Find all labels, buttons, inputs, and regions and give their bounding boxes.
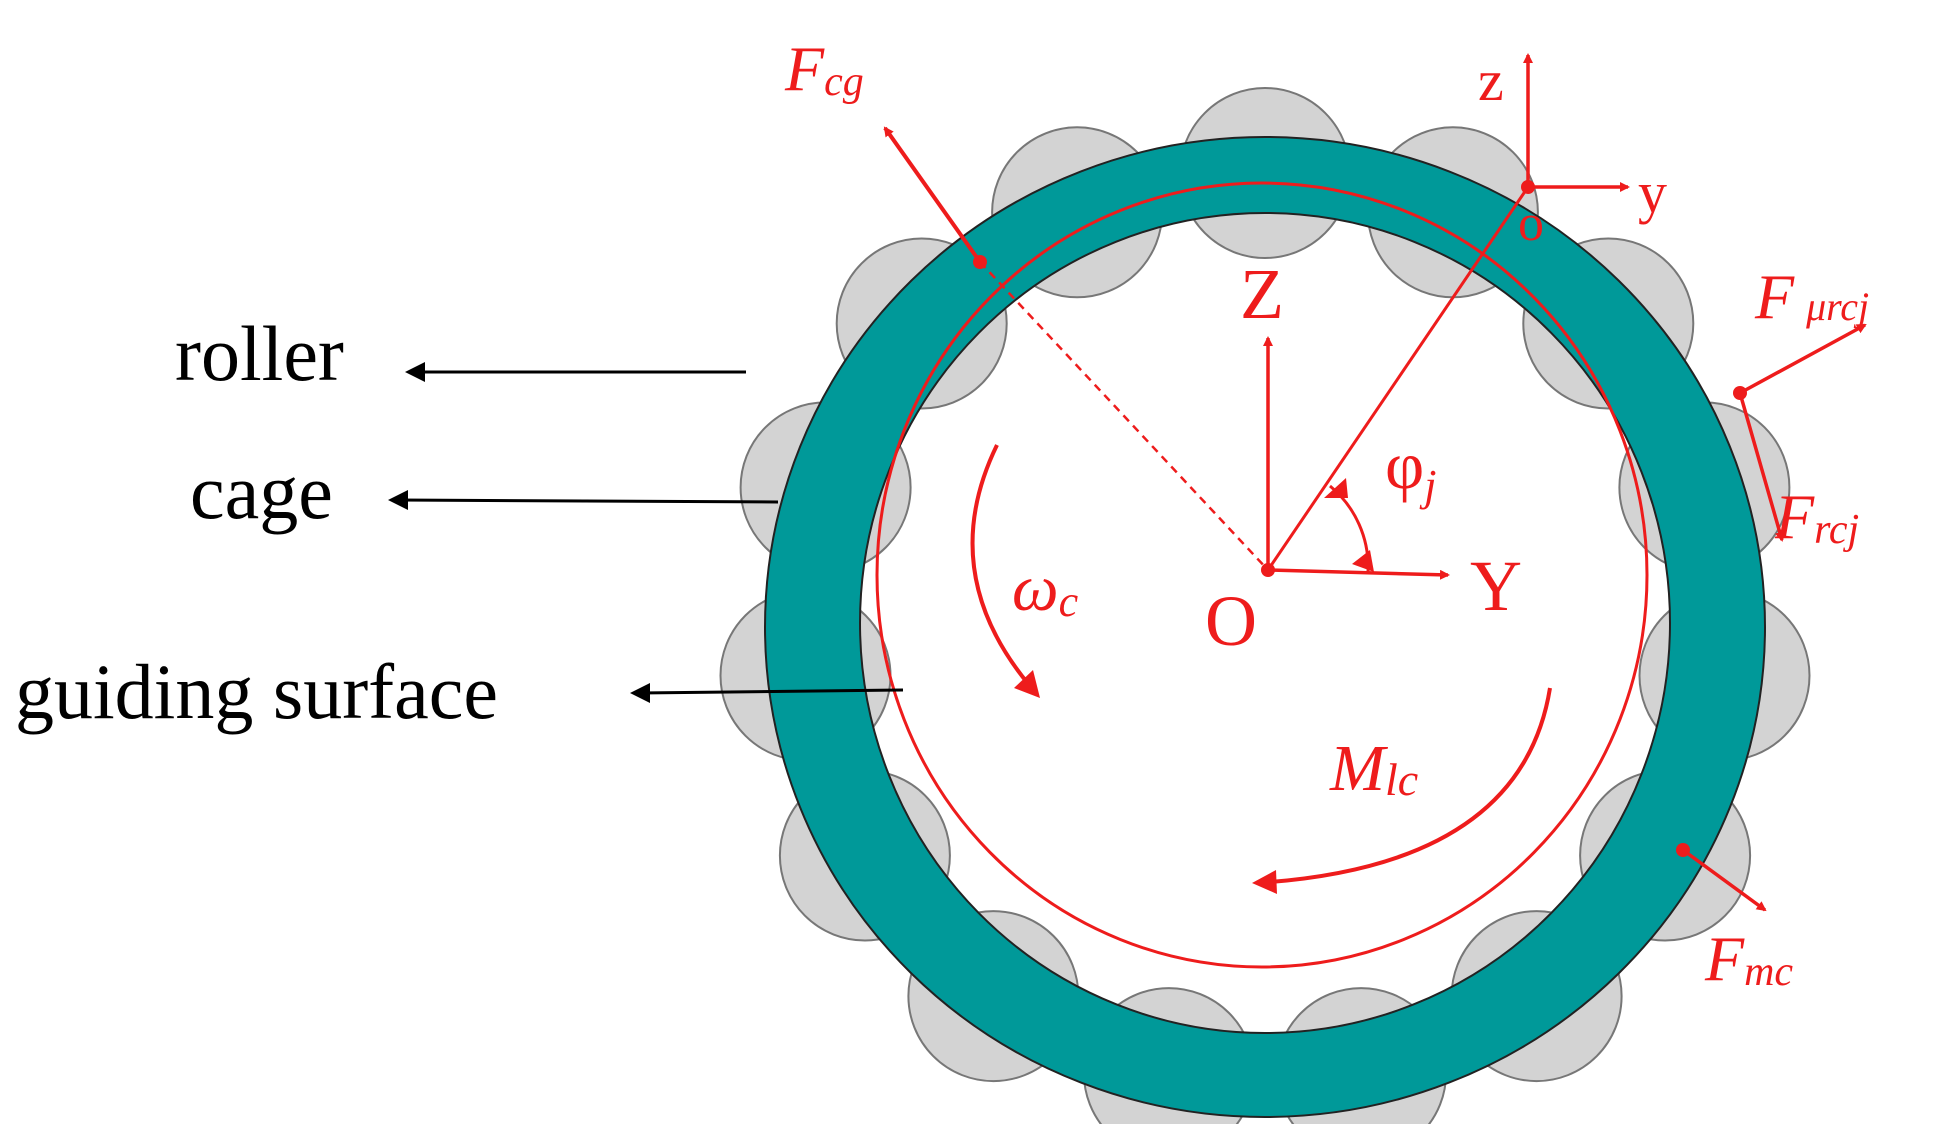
cage-pointer-line xyxy=(397,498,779,504)
fmc-point xyxy=(1676,843,1690,857)
phi-label: φj xyxy=(1385,427,1436,510)
guiding-surface-pointer-line xyxy=(639,688,904,695)
phi-radius-line xyxy=(1266,186,1530,571)
guiding-surface-circle xyxy=(875,181,1649,969)
fcg-label: Fcg xyxy=(784,33,864,105)
fmc-label: Fmc xyxy=(1704,923,1793,995)
moment-label: Mlc xyxy=(1329,732,1418,805)
fmurcj-main: F xyxy=(1754,261,1795,332)
phi-arc-arrowhead-bottom xyxy=(1352,550,1374,572)
frcj-label: Frcj xyxy=(1774,481,1859,553)
moment-arrowhead xyxy=(1252,870,1277,894)
moment-arc xyxy=(1269,687,1552,884)
fmc-sub: mc xyxy=(1744,949,1793,995)
cage-label: cage xyxy=(190,448,333,535)
guiding-surface-pointer-arrowhead xyxy=(630,683,650,703)
guiding-surface-label: guiding surface xyxy=(15,648,498,735)
fmurcj-force-arrow xyxy=(1739,323,1867,395)
moment-sub: lc xyxy=(1385,754,1418,805)
fcg-force-arrow xyxy=(883,126,982,264)
fmurcj-sub: μrcj xyxy=(1805,284,1869,329)
frcj-main: F xyxy=(1774,481,1815,552)
fcg-point xyxy=(973,255,987,269)
omega-sub: c xyxy=(1059,577,1079,626)
phi-arc-arrowhead-top xyxy=(1324,478,1348,498)
fmc-force-arrow xyxy=(1681,848,1767,912)
roller-pointer-arrowhead xyxy=(405,362,425,382)
local-z-label: z xyxy=(1478,48,1504,113)
local-origin-point xyxy=(1521,180,1535,194)
global-y-axis xyxy=(1267,568,1450,580)
local-origin-label: o xyxy=(1518,195,1544,252)
frcj-sub: rcj xyxy=(1814,507,1859,553)
roller-contact-point xyxy=(1733,386,1747,400)
fmc-main: F xyxy=(1704,923,1745,994)
global-origin-label: O xyxy=(1205,581,1257,661)
omega-rotation-arc xyxy=(970,444,1032,688)
fcg-sub: cg xyxy=(824,59,864,105)
phi-sub: j xyxy=(1419,461,1436,510)
moment-main: M xyxy=(1329,732,1389,805)
fcg-dashed-line xyxy=(979,261,1269,571)
fcg-main: F xyxy=(784,33,825,104)
roller-label: roller xyxy=(175,310,344,397)
cage-pointer-arrowhead xyxy=(388,490,408,510)
local-y-label: y xyxy=(1638,160,1667,225)
omega-arrowhead xyxy=(1014,670,1040,698)
omega-label: ωc xyxy=(1012,552,1079,626)
global-y-label: Y xyxy=(1470,546,1522,626)
omega-main: ω xyxy=(1012,552,1059,625)
phi-main: φ xyxy=(1385,427,1424,503)
global-z-label: Z xyxy=(1240,254,1284,334)
frcj-force-arrow xyxy=(1738,392,1785,542)
